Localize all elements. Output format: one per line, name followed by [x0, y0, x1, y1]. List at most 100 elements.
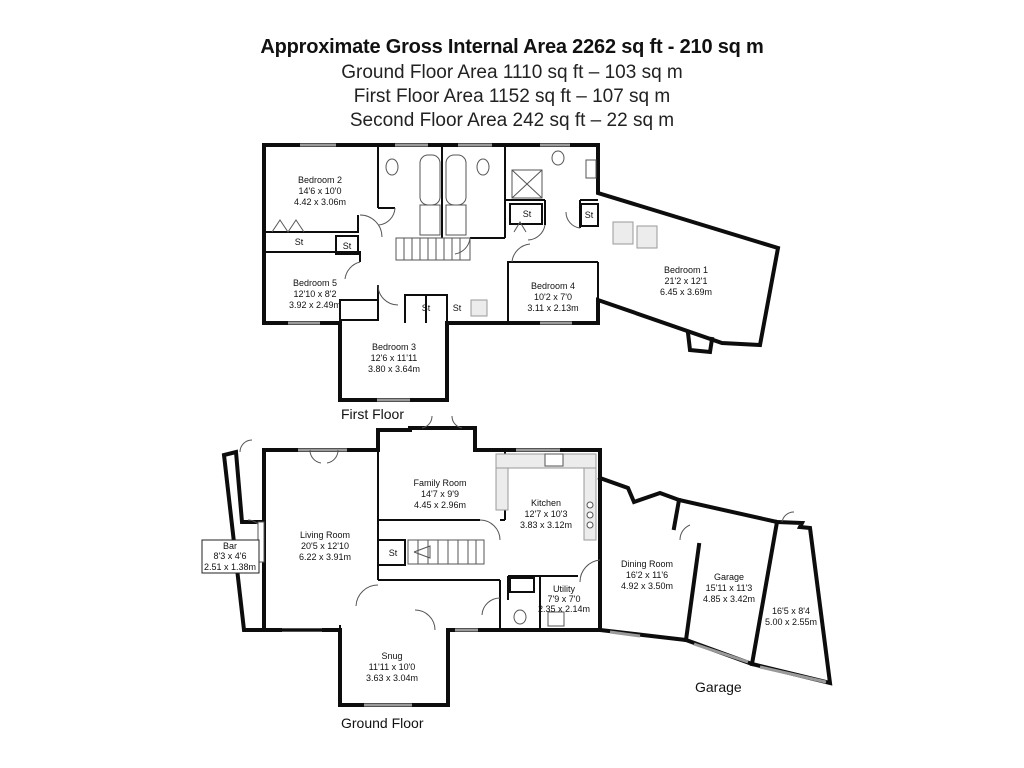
- garage-wall: [671, 497, 682, 531]
- room-label-bedroom2: Bedroom 2 14'6 x 10'0 4.42 x 3.06m: [294, 175, 346, 207]
- svg-text:5.00 x 2.55m: 5.00 x 2.55m: [765, 617, 817, 627]
- door-swing: [479, 519, 501, 541]
- ground-floor-plan: Bar 8'3 x 4'6 2.51 x 1.38m Living Room 2…: [201, 415, 833, 731]
- svg-text:4.92 x 3.50m: 4.92 x 3.50m: [621, 581, 673, 591]
- door-swing: [414, 609, 436, 631]
- kitchen-worktop: [495, 467, 509, 511]
- interior-wall: [264, 251, 361, 262]
- room-label-bedroom1: Bedroom 1 21'2 x 12'1 6.45 x 3.69m: [660, 265, 712, 297]
- ground-floor-area: Ground Floor Area 1110 sq ft – 103 sq m: [341, 62, 683, 83]
- svg-text:16'5 x 8'4: 16'5 x 8'4: [772, 606, 810, 616]
- door-swing: [344, 261, 361, 280]
- room-label-utility: Utility 7'9 x 7'0 2.35 x 2.14m: [538, 584, 590, 614]
- toilet: [513, 609, 527, 625]
- bar-label-box: [201, 539, 260, 574]
- interior-wall: [264, 215, 359, 233]
- svg-text:Utility: Utility: [553, 584, 575, 594]
- store-label: St: [295, 237, 304, 247]
- toilet: [551, 150, 565, 166]
- basin: [585, 159, 597, 179]
- svg-text:3.83 x 3.12m: 3.83 x 3.12m: [520, 520, 572, 530]
- skylight: [636, 225, 658, 249]
- store-label: St: [453, 303, 462, 313]
- gross-area-title: Approximate Gross Internal Area 2262 sq …: [260, 36, 764, 58]
- door-swing: [679, 524, 691, 541]
- svg-text:2.51 x 1.38m: 2.51 x 1.38m: [204, 562, 256, 572]
- door-swing: [481, 597, 501, 616]
- svg-text:12'7 x 10'3: 12'7 x 10'3: [525, 509, 568, 519]
- store-label: St: [343, 241, 352, 251]
- svg-text:Bedroom 5: Bedroom 5: [293, 278, 337, 288]
- interior-wall: [507, 261, 598, 323]
- svg-text:6.22 x 3.91m: 6.22 x 3.91m: [299, 552, 351, 562]
- staircase: [395, 237, 471, 261]
- door-swing: [579, 559, 601, 583]
- toilet: [385, 158, 399, 176]
- svg-text:Garage: Garage: [714, 572, 744, 582]
- room-label-garage2: 16'5 x 8'4 5.00 x 2.55m: [765, 606, 817, 627]
- garage-wall: [683, 542, 702, 643]
- garage-wall: [749, 519, 780, 667]
- bay-window: [685, 330, 715, 355]
- garage-label: Garage: [695, 679, 742, 695]
- svg-text:3.11 x 2.13m: 3.11 x 2.13m: [527, 303, 578, 313]
- skylight: [470, 299, 488, 317]
- svg-text:Family Room: Family Room: [413, 478, 466, 488]
- first-floor-outer-wall: [262, 143, 781, 402]
- svg-text:2.35 x 2.14m: 2.35 x 2.14m: [538, 604, 590, 614]
- door-swing: [239, 439, 253, 453]
- bath: [419, 154, 441, 206]
- svg-text:8'3 x 4'6: 8'3 x 4'6: [214, 551, 247, 561]
- svg-text:6.45 x 3.69m: 6.45 x 3.69m: [660, 287, 712, 297]
- svg-text:12'10 x 8'2: 12'10 x 8'2: [294, 289, 337, 299]
- door-swing: [781, 511, 795, 523]
- door-swing: [326, 449, 339, 464]
- first-floor-area: First Floor Area 1152 sq ft – 107 sq m: [353, 86, 671, 107]
- svg-text:Snug: Snug: [381, 651, 402, 661]
- hob-ring: [586, 501, 594, 509]
- room-label-family: Family Room 14'7 x 9'9 4.45 x 2.96m: [413, 478, 466, 510]
- door-swing: [527, 224, 546, 241]
- store-cupboard: [509, 577, 535, 593]
- hob-ring: [586, 521, 594, 529]
- svg-text:Kitchen: Kitchen: [531, 498, 561, 508]
- room-label-living: Living Room 20'5 x 12'10 6.22 x 3.91m: [299, 530, 351, 562]
- store-cupboard: [378, 539, 406, 566]
- door-swing: [377, 207, 396, 226]
- garage-door: [759, 665, 827, 684]
- svg-text:4.85 x 3.42m: 4.85 x 3.42m: [703, 594, 755, 604]
- door-swing: [355, 584, 379, 607]
- svg-text:20'5 x 12'10: 20'5 x 12'10: [301, 541, 349, 551]
- svg-text:10'2 x 7'0: 10'2 x 7'0: [534, 292, 572, 302]
- room-label-bedroom3: Bedroom 3 12'6 x 11'11 3.80 x 3.64m: [368, 342, 420, 374]
- first-floor-plan: St St St St St St Bedroom 2 14'6 x 10'0 …: [262, 143, 781, 422]
- svg-text:21'2 x 12'1: 21'2 x 12'1: [665, 276, 708, 286]
- store-label: St: [389, 548, 398, 558]
- svg-text:14'6 x 10'0: 14'6 x 10'0: [299, 186, 342, 196]
- ground-floor-label: Ground Floor: [341, 715, 424, 731]
- svg-text:11'11 x 10'0: 11'11 x 10'0: [369, 662, 416, 672]
- interior-wall: [340, 285, 379, 321]
- store-label: St: [523, 209, 532, 219]
- svg-text:Bedroom 2: Bedroom 2: [298, 175, 342, 185]
- utility-sink: [547, 611, 565, 627]
- kitchen-sink: [544, 453, 564, 467]
- svg-text:3.92 x 2.49m: 3.92 x 2.49m: [289, 300, 341, 310]
- toilet: [476, 158, 490, 176]
- svg-text:15'11 x 11'3: 15'11 x 11'3: [706, 583, 753, 593]
- door-swing: [451, 415, 463, 429]
- room-label-bar: Bar 8'3 x 4'6 2.51 x 1.38m: [204, 541, 256, 572]
- svg-text:14'7 x 9'9: 14'7 x 9'9: [421, 489, 459, 499]
- svg-text:12'6 x 11'11: 12'6 x 11'11: [371, 353, 418, 363]
- svg-text:Bedroom 4: Bedroom 4: [531, 281, 575, 291]
- bath: [445, 154, 467, 206]
- room-label-snug: Snug 11'11 x 10'0 3.63 x 3.04m: [366, 651, 418, 683]
- room-label-bedroom4: Bedroom 4 10'2 x 7'0 3.11 x 2.13m: [527, 281, 578, 313]
- svg-text:Bedroom 1: Bedroom 1: [664, 265, 708, 275]
- door-swing: [377, 284, 399, 306]
- svg-text:Living Room: Living Room: [300, 530, 350, 540]
- room-label-kitchen: Kitchen 12'7 x 10'3 3.83 x 3.12m: [520, 498, 572, 530]
- shower: [445, 204, 467, 236]
- interior-wall: [339, 299, 378, 323]
